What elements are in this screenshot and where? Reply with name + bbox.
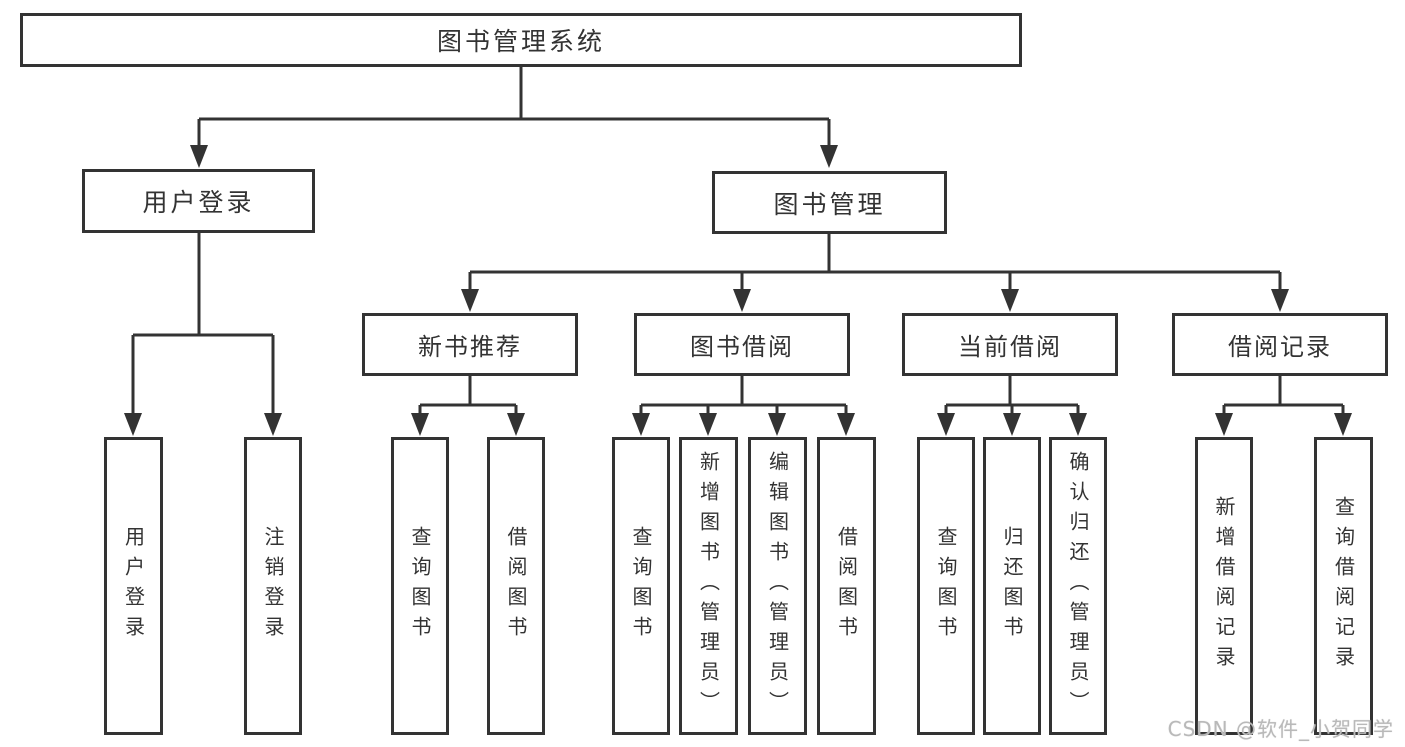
leaf-query-books-recommend-label: 查询图书 [408, 526, 432, 646]
leaf-query-books-current: 查询图书 [917, 437, 975, 735]
leaf-add-book-admin: 新增图书（管理员） [679, 437, 738, 735]
node-book-borrow-label: 图书借阅 [690, 333, 794, 361]
node-user-login: 用户登录 [82, 169, 315, 233]
connector-user-login-to-children [131, 232, 275, 418]
node-borrow-records-label: 借阅记录 [1228, 333, 1332, 361]
connector-lines [131, 66, 1345, 420]
watermark: CSDN @软件_小贺同学 [1167, 717, 1394, 741]
leaf-query-borrow-record-label: 查询借阅记录 [1331, 496, 1356, 676]
node-root-label: 图书管理系统 [436, 27, 605, 56]
connector-book-borrow-to-children [639, 376, 848, 420]
leaf-borrow-books-label: 借阅图书 [834, 526, 859, 646]
leaf-return-book-label: 归还图书 [1000, 526, 1024, 646]
node-book-borrow: 图书借阅 [634, 313, 850, 376]
connector-root-to-branches [197, 66, 831, 150]
leaf-query-books-current-label: 查询图书 [934, 526, 958, 646]
node-new-book-recommend-label: 新书推荐 [418, 333, 522, 361]
leaf-confirm-return-admin-label: 确认归还（管理员） [1066, 451, 1090, 721]
node-current-borrow-label: 当前借阅 [958, 333, 1062, 361]
leaf-add-borrow-record: 新增借阅记录 [1195, 437, 1253, 735]
node-new-book-recommend: 新书推荐 [362, 313, 578, 376]
leaf-confirm-return-admin: 确认归还（管理员） [1049, 437, 1107, 735]
leaf-borrow-books-recommend: 借阅图书 [487, 437, 545, 735]
node-borrow-records: 借阅记录 [1172, 313, 1388, 376]
connector-book-mgmt-to-sections [468, 234, 1282, 294]
connector-new-book-to-children [418, 376, 518, 420]
connector-current-borrow-to-children [944, 376, 1080, 420]
leaf-user-login: 用户登录 [104, 437, 163, 735]
leaf-edit-book-admin-label: 编辑图书（管理员） [765, 451, 790, 721]
node-book-mgmt: 图书管理 [712, 171, 947, 234]
leaf-logout-label: 注销登录 [261, 526, 285, 646]
leaf-add-book-admin-label: 新增图书（管理员） [696, 451, 721, 721]
leaf-query-books-borrow: 查询图书 [612, 437, 670, 735]
leaf-logout: 注销登录 [244, 437, 302, 735]
leaf-user-login-label: 用户登录 [121, 526, 146, 646]
leaf-borrow-books: 借阅图书 [817, 437, 876, 735]
node-book-mgmt-label: 图书管理 [773, 189, 886, 219]
node-current-borrow: 当前借阅 [902, 313, 1118, 376]
leaf-edit-book-admin: 编辑图书（管理员） [748, 437, 807, 735]
leaf-borrow-books-recommend-label: 借阅图书 [504, 526, 528, 646]
node-root: 图书管理系统 [20, 13, 1022, 67]
leaf-query-borrow-record: 查询借阅记录 [1314, 437, 1373, 735]
leaf-query-books-recommend: 查询图书 [391, 437, 449, 735]
leaf-add-borrow-record-label: 新增借阅记录 [1212, 496, 1236, 676]
node-user-login-label: 用户登录 [142, 188, 255, 217]
connector-borrow-records-to-children [1222, 376, 1345, 420]
leaf-query-books-borrow-label: 查询图书 [629, 526, 653, 646]
leaf-return-book: 归还图书 [983, 437, 1041, 735]
